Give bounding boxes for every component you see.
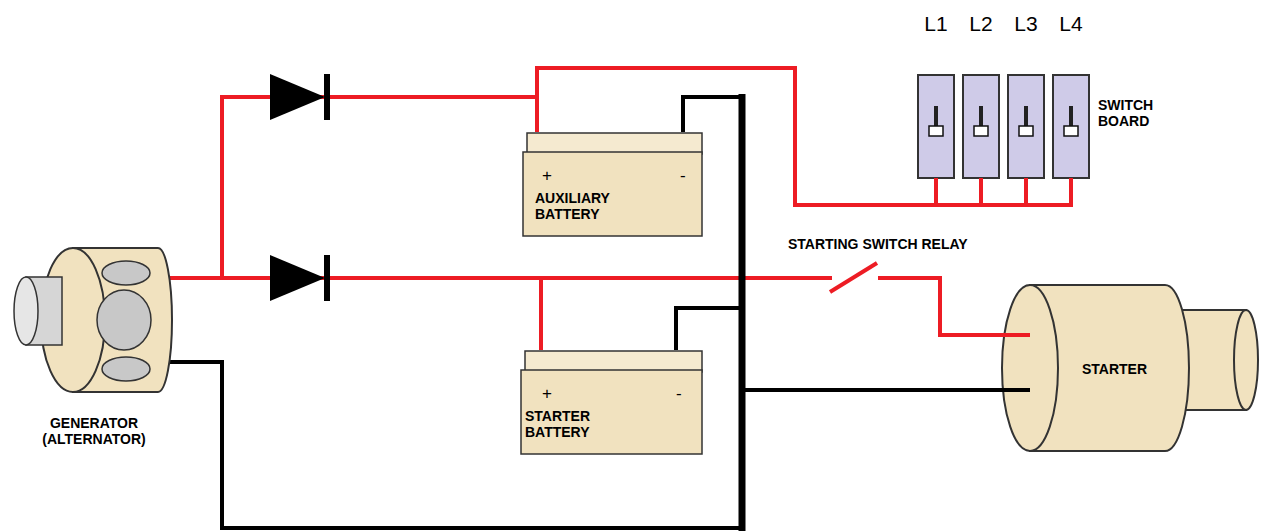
switch-line-label: L1 xyxy=(914,12,958,36)
text-holder: - xyxy=(676,384,696,403)
label-holder: L4 xyxy=(1049,12,1093,36)
part-label: STARTER BATTERY xyxy=(525,408,620,440)
ground-wire xyxy=(180,362,1000,528)
label-holder: L3 xyxy=(1004,12,1048,36)
positive-wire xyxy=(180,97,537,278)
switch-lever xyxy=(929,126,943,136)
switch-line-label: L2 xyxy=(959,12,1003,36)
switch-body xyxy=(963,75,999,178)
diode-symbol xyxy=(270,74,325,120)
starter-motor: STARTER xyxy=(1000,283,1262,453)
text-holder: - xyxy=(680,166,700,185)
diode-bar xyxy=(324,74,330,120)
ground-bus xyxy=(739,94,746,531)
switch-feed-wire xyxy=(1024,178,1028,205)
part-label: GENERATOR (ALTERNATOR) xyxy=(29,415,159,447)
relay-label: STARTING SWITCH RELAY xyxy=(786,236,970,252)
battery-box: + - STARTER BATTERY xyxy=(520,350,704,456)
part-label: AUXILIARY BATTERY xyxy=(535,190,630,222)
switch-line-label: L4 xyxy=(1049,12,1093,36)
text-holder: STARTER BATTERY xyxy=(525,408,620,440)
part-label: SWITCH BOARD xyxy=(1098,97,1178,129)
diode-symbol xyxy=(270,255,325,301)
switch-feed-wire xyxy=(934,178,938,205)
battery-cap xyxy=(525,351,702,372)
starter-terminal xyxy=(1000,388,1030,392)
switch-body xyxy=(1053,75,1089,178)
generator-symbol: GENERATOR (ALTERNATOR) xyxy=(8,245,180,451)
text-holder: + xyxy=(542,384,562,403)
switch-terminal xyxy=(1069,178,1073,180)
switch-feed-wire xyxy=(979,178,983,205)
switch-body xyxy=(1008,75,1044,178)
shaft-end xyxy=(14,277,38,345)
switch-line-label: L3 xyxy=(1004,12,1048,36)
terminal-sign: + xyxy=(542,384,562,403)
label-holder: STARTING SWITCH RELAY xyxy=(786,236,970,252)
text-holder: SWITCH BOARD xyxy=(1098,97,1178,129)
positive-wire xyxy=(180,278,541,350)
battery-drawing xyxy=(520,350,704,456)
switch-terminal xyxy=(1024,178,1028,180)
battery-body xyxy=(523,152,702,236)
shaft-end xyxy=(1234,310,1258,410)
battery-body xyxy=(521,370,702,454)
terminal-sign: - xyxy=(676,384,696,403)
switch-lever xyxy=(1019,126,1033,136)
diode-bar xyxy=(324,255,330,301)
battery-cap xyxy=(527,133,702,154)
text-holder: AUXILIARY BATTERY xyxy=(535,190,630,222)
vent-slot xyxy=(97,290,151,350)
switch-terminal xyxy=(934,178,938,180)
positive-wire xyxy=(541,278,1000,350)
ground-wire xyxy=(676,308,1000,390)
switch-board: SWITCH BOARD xyxy=(915,74,1182,180)
text-holder: GENERATOR (ALTERNATOR) xyxy=(29,415,159,447)
text-holder: STARTER xyxy=(1082,361,1172,377)
relay-contact xyxy=(830,263,877,292)
vent-slot xyxy=(102,261,150,285)
label-holder: L1 xyxy=(914,12,958,36)
label-holder: L2 xyxy=(959,12,1003,36)
vent-slot xyxy=(102,357,150,381)
terminal-sign: + xyxy=(542,166,562,185)
part-label: STARTER xyxy=(1082,361,1172,377)
starter-face xyxy=(1002,285,1058,451)
switch-terminal xyxy=(979,178,983,180)
text-holder: + xyxy=(542,166,562,185)
starter-terminal xyxy=(1000,333,1030,337)
switch-lever xyxy=(1064,126,1078,136)
switch-body xyxy=(918,75,954,178)
switch-lever xyxy=(974,126,988,136)
battery-box: + - AUXILIARY BATTERY xyxy=(522,132,704,237)
terminal-sign: - xyxy=(680,166,700,185)
